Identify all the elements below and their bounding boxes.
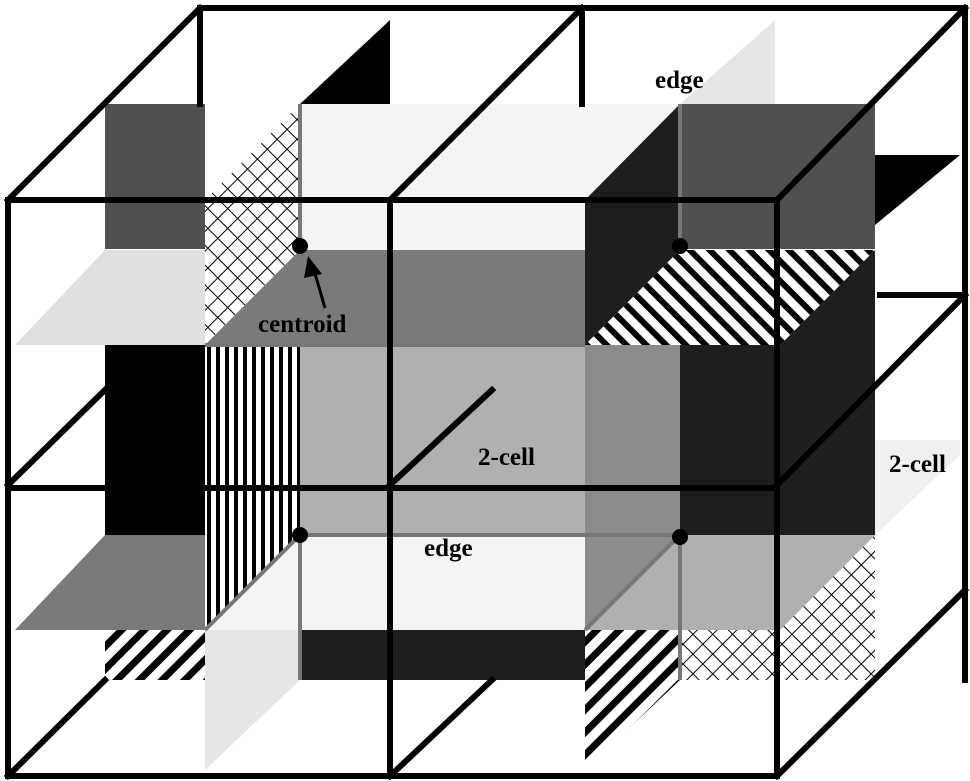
face-top-back-black	[300, 20, 390, 104]
label-edge-top: edge	[655, 67, 704, 94]
face-left-lower-black	[105, 345, 205, 535]
face-left-low-horizontal	[15, 535, 205, 630]
face-right-back-black	[875, 155, 960, 225]
label-two-cell-right: 2-cell	[889, 451, 946, 478]
face-bottom-left-stripes	[105, 630, 205, 680]
face-bottom-right-stripes	[585, 630, 680, 770]
face-upper-left-dark	[105, 104, 205, 249]
face-right-inner-dark	[680, 345, 780, 535]
centroid-dot-lower-left	[292, 527, 308, 543]
face-left-mid-horizontal	[15, 250, 205, 345]
label-centroid: centroid	[258, 311, 347, 338]
face-bottom-center-black	[300, 630, 585, 680]
centroid-dot-lower-right	[672, 529, 688, 545]
label-edge-bottom: edge	[424, 535, 473, 562]
centroid-dot-upper-left	[292, 238, 308, 254]
face-bottom-pale	[205, 630, 300, 770]
label-two-cell-center: 2-cell	[478, 444, 535, 471]
centroid-dot-upper-right	[672, 238, 688, 254]
